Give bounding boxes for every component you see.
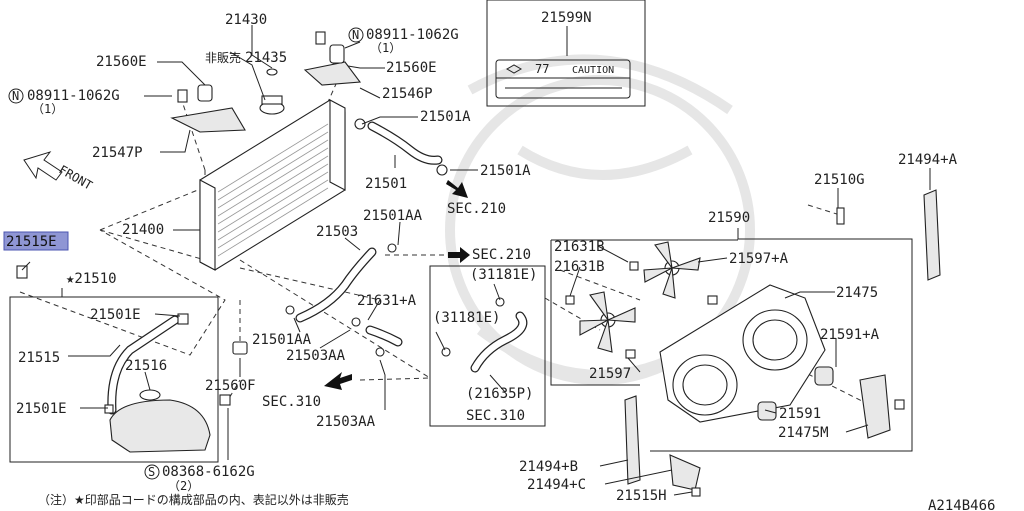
reservoir-group-box [9,296,219,463]
oil-cooler-hose [441,297,528,373]
label-21501E-bottom: 21501E [16,401,67,417]
label-21435: 21435 [245,50,287,66]
label-21560E-left: 21560E [96,54,147,70]
label-21503AA-a: 21503AA [286,348,346,364]
label-21501AA-bottom: 21501AA [252,332,312,348]
diagram-id: A214B466 [928,498,995,511]
label-31181E-a: (31181E) [470,267,537,283]
label-21503: 21503 [316,224,358,240]
fan-shroud [659,284,826,423]
label-21501: 21501 [365,176,407,192]
caution-label: 77 CAUTION [495,59,631,99]
label-21515H: 21515H [616,488,667,504]
reservoir-tank [16,265,211,453]
label-21430: 21430 [225,12,267,28]
label-21631A: 21631+A [357,293,417,309]
label-31181E-b: (31181E) [433,310,500,326]
label-21597: 21597 [589,366,631,382]
label-21510: ★21510 [66,271,117,287]
highlight-21515E [3,231,69,251]
label-21546P: 21546P [382,86,433,102]
label-21631B-a: 21631B [554,239,605,255]
label-21591A: 21591+A [820,327,880,343]
label-21590: 21590 [708,210,750,226]
front-arrow [23,151,63,181]
label-bolt-left: 08911-1062G [27,88,120,104]
caution-label-box [486,0,646,107]
label-21475: 21475 [836,285,878,301]
lower-hose [285,243,397,323]
upper-mount-right [303,31,362,86]
label-21631B-b: 21631B [554,259,605,275]
label-21560F: 21560F [205,378,256,394]
label-21501E-top: 21501E [90,307,141,323]
upper-hose [354,118,448,176]
oil-cooler-hose-box [429,265,546,427]
front-label: FRONT [57,162,95,192]
leader-lines [21,25,931,496]
label-not-for-sale: 非販売 [205,50,241,65]
drain-plug [219,341,248,406]
fan-upper [643,241,701,299]
footnote: （注）★印部品コードの構成部品の内、表記以外は非販売 [38,492,349,507]
sec310-arrow [324,372,352,390]
part-labels: 21430 非販売 21435 21560E N 08911-1062G （1）… [3,10,958,504]
nut-symbol-left-letter: N [12,89,19,103]
caution-diamond-icon [505,64,523,74]
caution-number: 77 [535,62,549,76]
sec210-arrows [446,180,470,263]
label-21515: 21515 [18,350,60,366]
fan-motors [565,261,905,421]
label-21501A-top: 21501A [420,109,471,125]
nut-symbol-right [348,27,364,43]
label-screw-bottom-qty: （2） [168,479,199,493]
label-21501AA-top: 21501AA [363,208,423,224]
fan-group-box [650,228,913,452]
label-21501A-mid: 21501A [480,163,531,179]
nut-symbol-left [8,88,24,104]
cap-seal [266,68,278,76]
label-sec210-b: SEC.210 [472,247,531,263]
label-21635P: (21635P) [466,386,533,402]
radiator-core-fins [217,123,329,257]
radiator [199,68,346,271]
label-21494B: 21494+B [519,459,578,475]
label-21494A: 21494+A [898,152,958,168]
label-21547P: 21547P [92,145,143,161]
label-21597A: 21597+A [729,251,789,267]
nut-symbol-right-letter: N [352,28,359,42]
label-21591: 21591 [779,406,821,422]
label-21503AA-b: 21503AA [316,414,376,430]
label-21560E-right: 21560E [386,60,437,76]
fan-lower [579,291,636,353]
label-21516: 21516 [125,358,167,374]
label-21494C: 21494+C [527,477,586,493]
label-21475M: 21475M [778,425,829,441]
label-21599N: 21599N [541,10,592,26]
label-21515E[interactable]: 21515E [6,234,57,250]
small-hoses [351,317,403,357]
label-21400: 21400 [122,222,164,238]
label-sec310-b: SEC.310 [466,408,525,424]
label-21510G: 21510G [814,172,865,188]
label-bolt-left-qty: （1） [32,102,63,116]
label-sec210-a: SEC.210 [447,201,506,217]
upper-mount-left [170,84,246,133]
caution-text: CAUTION [572,65,614,76]
label-bolt-top-right-qty: （1） [370,41,401,55]
screw-symbol [144,464,160,480]
label-bolt-top-right: 08911-1062G [366,27,459,43]
label-sec310-a: SEC.310 [262,394,321,410]
screw-symbol-letter: S [148,465,155,479]
side-seals [624,189,941,497]
label-screw-bottom: 08368-6162G [162,464,255,480]
